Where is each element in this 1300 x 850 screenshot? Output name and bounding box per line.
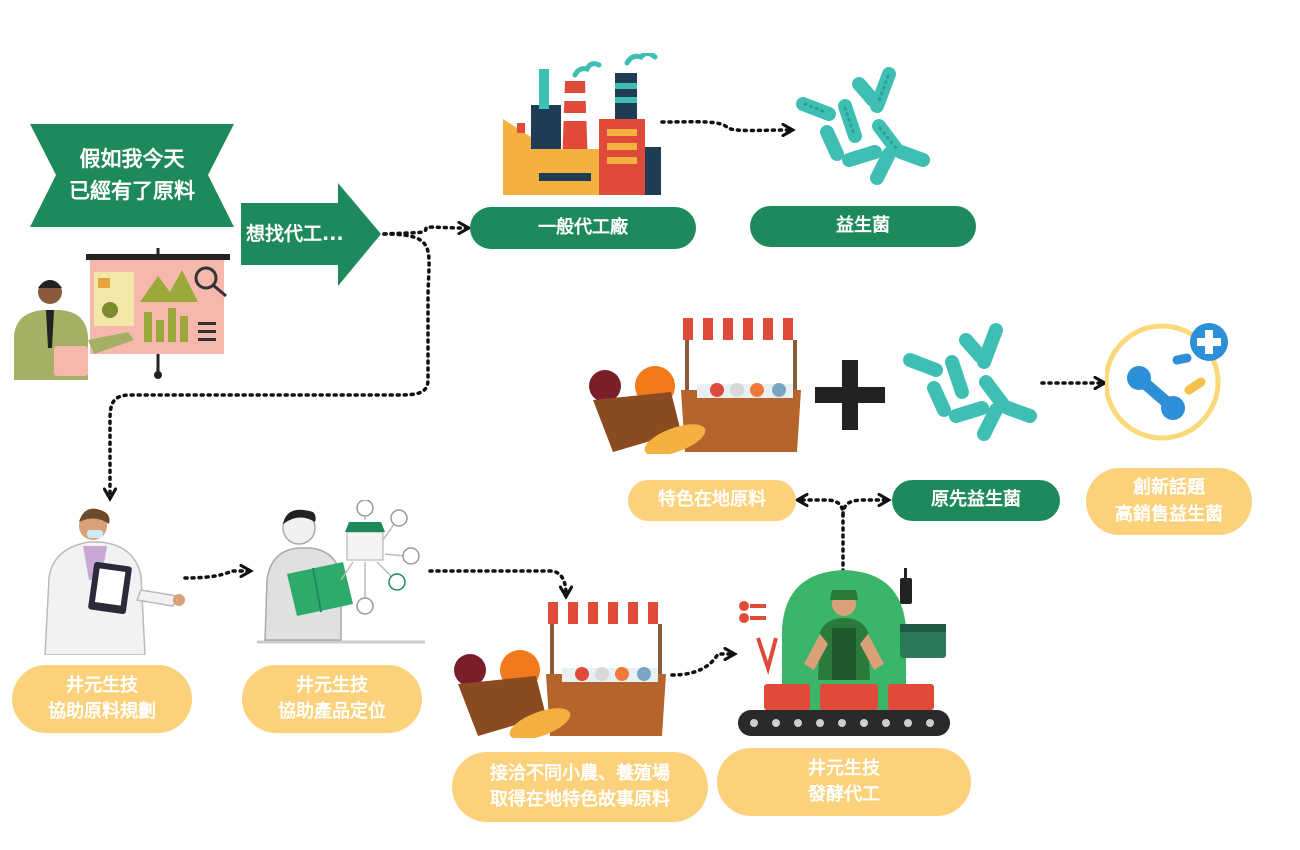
worker-icon bbox=[738, 568, 950, 736]
plus-icon bbox=[815, 360, 885, 430]
arrow-to-generic-factory bbox=[382, 227, 466, 236]
planner-icon bbox=[257, 500, 425, 644]
probiotic-badge-icon bbox=[1105, 323, 1228, 441]
seek-oem-label: 想找代工... bbox=[246, 223, 344, 245]
arrow-to-plan-materials bbox=[110, 232, 431, 496]
banner-line-2: 已經有了原料 bbox=[69, 179, 195, 203]
market-stall-icon-2 bbox=[454, 602, 666, 738]
arrow-to-original-probiotics bbox=[841, 500, 886, 517]
bacteria-icon bbox=[796, 67, 930, 185]
arrow-factory-to-probiotics bbox=[660, 120, 790, 131]
label-probiotics: 益生菌 bbox=[750, 206, 976, 247]
market-stall-icon bbox=[589, 318, 801, 454]
label-generic-factory: 一般代工廠 bbox=[470, 207, 696, 249]
label-fermentation: 井元生技 發酵代工 bbox=[717, 748, 971, 816]
bacteria-icon-2 bbox=[903, 323, 1037, 441]
label-product-positioning: 井元生技 協助產品定位 bbox=[242, 665, 422, 733]
arrow-planner-to-market bbox=[428, 569, 566, 594]
arrow-market-to-fermentation bbox=[670, 654, 732, 677]
doctor-icon bbox=[44, 508, 185, 655]
banner-ribbon bbox=[30, 124, 234, 227]
label-innovation: 創新話題 高銷售益生菌 bbox=[1086, 468, 1252, 535]
arrow-to-local-materials bbox=[800, 500, 845, 574]
label-original-probiotics: 原先益生菌 bbox=[892, 480, 1060, 521]
seek-oem-arrow bbox=[241, 183, 381, 286]
banner-line-1: 假如我今天 bbox=[79, 147, 185, 171]
label-sourcing: 接洽不同小農、養殖場 取得在地特色故事原料 bbox=[452, 752, 708, 822]
presenter-icon bbox=[14, 248, 230, 380]
label-plan-materials: 井元生技 協助原料規劃 bbox=[12, 665, 192, 733]
banner-text: 假如我今天 已經有了原料 bbox=[30, 143, 234, 207]
arrow-doctor-to-planner bbox=[183, 571, 248, 580]
factory-icon bbox=[503, 53, 661, 195]
label-local-materials: 特色在地原料 bbox=[628, 480, 796, 521]
